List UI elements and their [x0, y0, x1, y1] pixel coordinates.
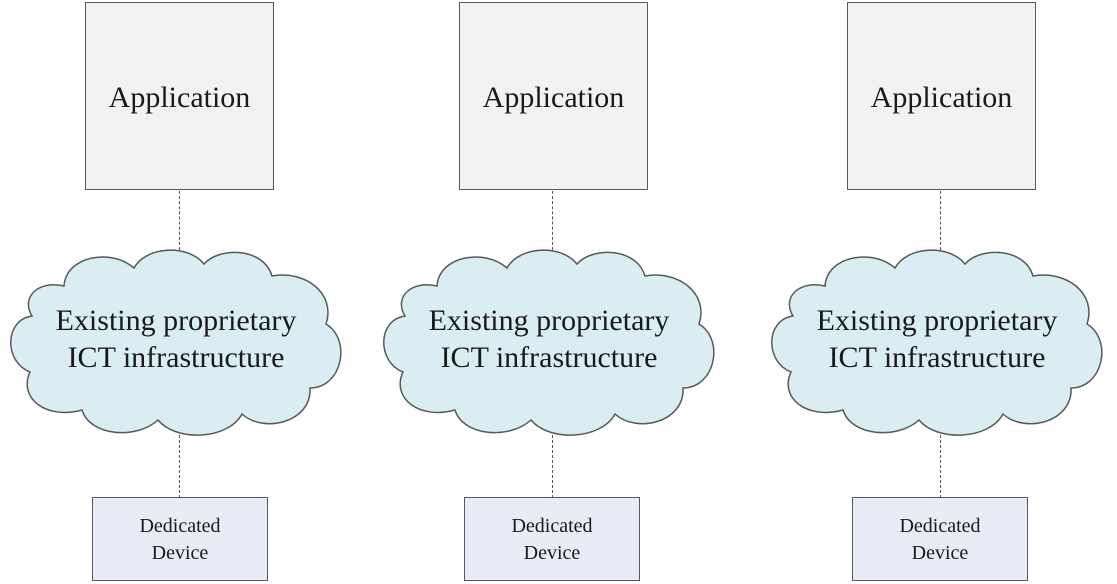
device-box: Dedicated Device [464, 497, 640, 581]
application-box: Application [85, 2, 274, 190]
stack-column-2: Application Existing proprietary ICT inf… [373, 0, 745, 584]
device-label-line-2: Device [151, 542, 209, 564]
application-label: Application [870, 81, 1013, 114]
infrastructure-label-line-1: Existing proprietary [55, 304, 297, 337]
dashed-connector [552, 191, 553, 250]
device-box: Dedicated Device [92, 497, 268, 581]
infrastructure-cloud: Existing proprietary ICT infrastructure [767, 238, 1107, 438]
infrastructure-cloud: Existing proprietary ICT infrastructure [6, 238, 346, 438]
application-box: Application [847, 2, 1036, 190]
device-label-line-2: Device [911, 542, 969, 564]
cloud-shape [771, 249, 1103, 436]
application-label: Application [108, 81, 251, 114]
stack-column-3: Application Existing proprietary ICT inf… [761, 0, 1117, 584]
application-label: Application [482, 81, 625, 114]
device-label-line-1: Dedicated [139, 515, 221, 537]
infrastructure-label: Existing proprietary ICT infrastructure [379, 302, 719, 376]
stack-column-1: Application Existing proprietary ICT inf… [0, 0, 372, 584]
device-label-line-1: Dedicated [899, 515, 981, 537]
device-box: Dedicated Device [852, 497, 1028, 581]
infrastructure-label: Existing proprietary ICT infrastructure [6, 302, 346, 376]
cloud-shape [383, 249, 715, 436]
dashed-connector [552, 425, 553, 498]
infrastructure-label-line-2: ICT infrastructure [67, 341, 285, 374]
dashed-connector [940, 425, 941, 498]
infrastructure-label-line-2: ICT infrastructure [440, 341, 658, 374]
infrastructure-label: Existing proprietary ICT infrastructure [767, 302, 1107, 376]
device-label-line-2: Device [523, 542, 581, 564]
dashed-connector [179, 191, 180, 250]
dashed-connector [179, 425, 180, 498]
infrastructure-cloud: Existing proprietary ICT infrastructure [379, 238, 719, 438]
infrastructure-label-line-2: ICT infrastructure [828, 341, 1046, 374]
cloud-shape [10, 249, 342, 436]
dashed-connector [940, 191, 941, 250]
infrastructure-label-line-1: Existing proprietary [428, 304, 670, 337]
application-box: Application [459, 2, 648, 190]
infrastructure-label-line-1: Existing proprietary [816, 304, 1058, 337]
device-label-line-1: Dedicated [511, 515, 593, 537]
